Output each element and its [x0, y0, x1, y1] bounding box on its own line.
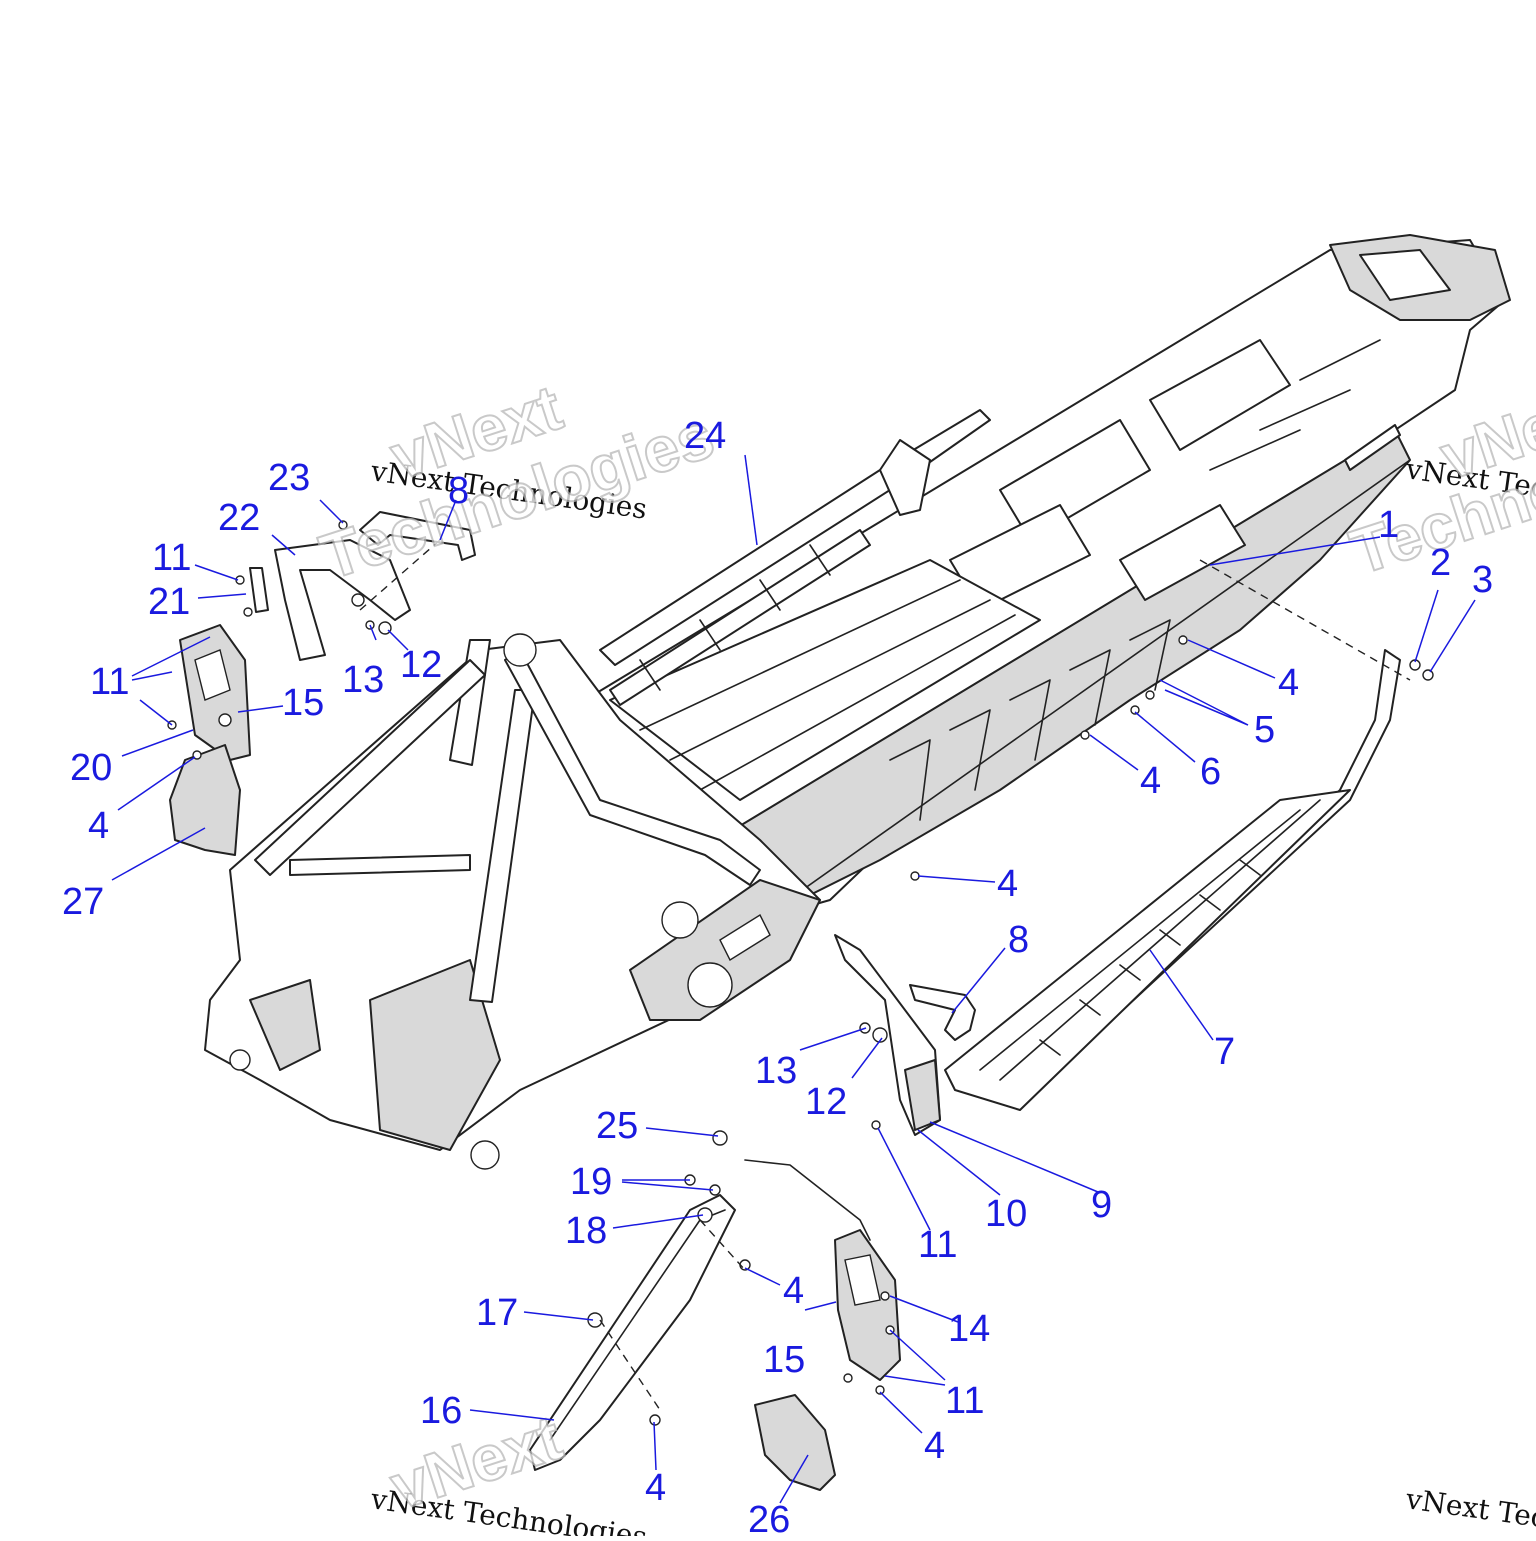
callout-27: 27 [62, 881, 104, 923]
assembly-lines [359, 539, 1411, 1411]
steering-loop-left [359, 511, 476, 561]
callout-8: 8 [1008, 919, 1029, 961]
callout-4: 4 [924, 1425, 945, 1467]
callout-16: 16 [420, 1390, 462, 1432]
callout-4: 4 [997, 863, 1018, 905]
callout-15: 15 [282, 682, 324, 724]
callout-8: 8 [448, 470, 469, 512]
callout-12: 12 [400, 644, 442, 686]
front-frame [204, 633, 821, 1170]
callout-11: 11 [945, 1380, 984, 1422]
plate-21 [249, 567, 269, 613]
callout-4: 4 [1278, 662, 1299, 704]
callout-18: 18 [565, 1210, 607, 1252]
callout-5: 5 [1254, 709, 1275, 751]
callout-24: 24 [684, 415, 726, 457]
callout-17: 17 [476, 1292, 518, 1334]
callout-labels: 1 2 3 4 4 4 4 4 4 4 5 6 7 8 8 9 10 11 11… [62, 415, 1493, 1541]
running-board-rail [944, 649, 1401, 1111]
callout-19: 19 [570, 1161, 612, 1203]
callout-22: 22 [218, 497, 260, 539]
front-side-panel [529, 1194, 736, 1471]
callout-25: 25 [596, 1105, 638, 1147]
callout-9: 9 [1091, 1184, 1112, 1226]
callout-26: 26 [748, 1499, 790, 1536]
callout-23: 23 [268, 457, 310, 499]
callout-11: 11 [152, 537, 191, 579]
callout-4: 4 [88, 805, 109, 847]
callout-2: 2 [1430, 542, 1451, 584]
side-panel-left [179, 624, 251, 761]
callout-10: 10 [985, 1193, 1027, 1235]
callout-3: 3 [1472, 559, 1493, 601]
leader-lines [111, 454, 1476, 1504]
callout-11: 11 [90, 661, 129, 703]
callout-4: 4 [645, 1467, 666, 1509]
upper-frame-rail [599, 409, 991, 706]
callout-4: 4 [1140, 760, 1161, 802]
callout-1: 1 [1378, 504, 1399, 546]
heat-exchanger-panel [609, 559, 1041, 801]
upper-bracket-right [834, 934, 941, 1136]
callout-13: 13 [755, 1050, 797, 1092]
callout-15: 15 [763, 1339, 805, 1381]
callout-14: 14 [948, 1308, 990, 1350]
cover-26 [754, 1394, 836, 1491]
callout-21: 21 [148, 581, 190, 623]
watermark-line: vNext Technologies [1403, 1482, 1536, 1536]
side-panel-right [744, 1159, 901, 1381]
callout-6: 6 [1200, 751, 1221, 793]
callout-13: 13 [342, 659, 384, 701]
line-art [167, 234, 1511, 1491]
callout-20: 20 [70, 747, 112, 789]
callout-7: 7 [1214, 1031, 1235, 1073]
callout-12: 12 [805, 1081, 847, 1123]
cover-27 [169, 744, 241, 856]
callout-11: 11 [918, 1224, 957, 1266]
steering-loop-right [909, 984, 976, 1041]
callout-4: 4 [783, 1270, 804, 1312]
upper-bracket [274, 539, 411, 661]
